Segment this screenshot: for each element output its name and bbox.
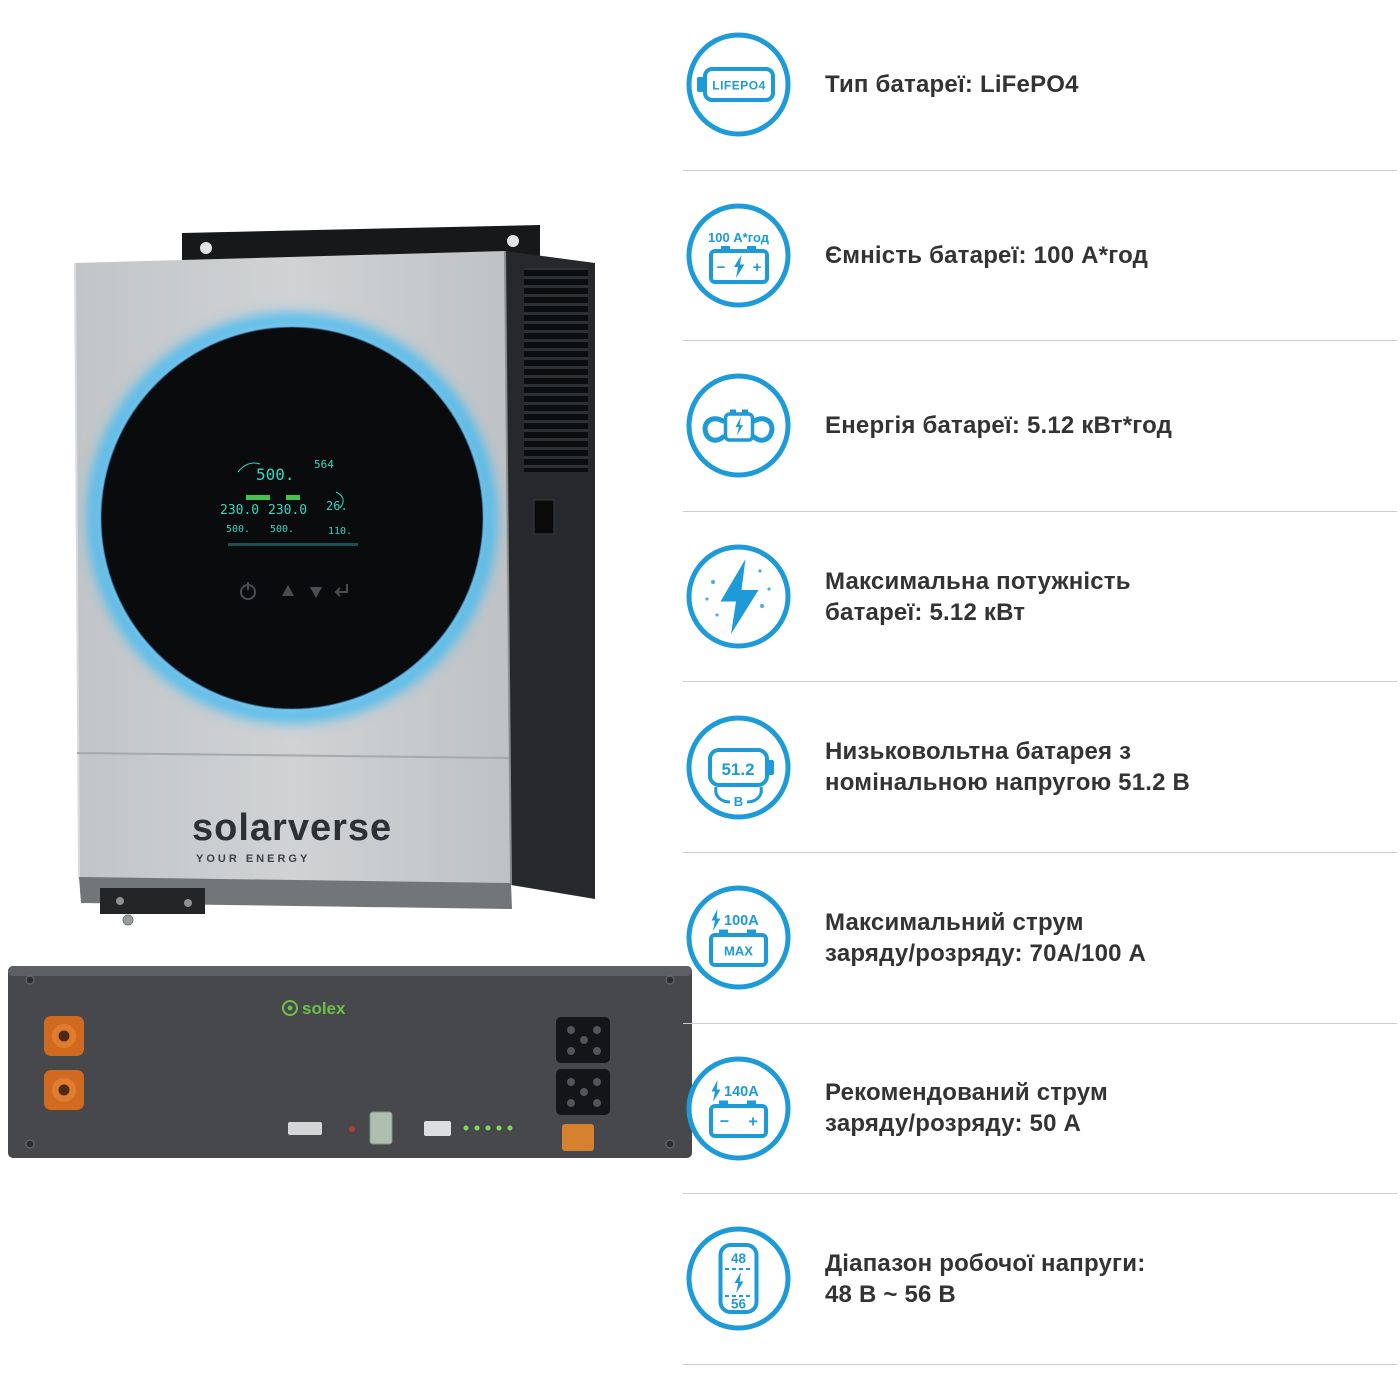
battery-capacity-icon: 100 А*год − + (686, 203, 791, 308)
svg-text:564: 564 (314, 458, 334, 471)
spec-row-battery-type: LIFEPO4 Тип батареї: LiFePO4 (683, 0, 1397, 171)
case-screws (25, 975, 675, 1149)
blue-glow-ring (88, 314, 496, 722)
breaker-switch (562, 1124, 594, 1151)
spec-row-battery-capacity: 100 А*год − + Ємність батареї: 100 А*год (683, 171, 1397, 342)
heatsink-grille (524, 268, 588, 472)
svg-text:48: 48 (731, 1251, 747, 1266)
touch-buttons (240, 582, 348, 600)
spec-list: LIFEPO4 Тип батареї: LiFePO4 100 А*год −… (683, 0, 1397, 1365)
inverter-tagline-text: YOUR ENERGY (196, 853, 310, 865)
battery-power-connector-2 (556, 1069, 610, 1115)
battery-image: solex (8, 966, 692, 1158)
battery-brand-text: solex (302, 999, 346, 1018)
down-button-icon[interactable] (310, 587, 322, 598)
battery-recommended-current-icon: 140A − + (686, 1056, 791, 1161)
svg-text:100 А*год: 100 А*год (708, 230, 770, 245)
battery-case (8, 966, 692, 1158)
comm-connector (369, 1111, 393, 1145)
svg-text:26.: 26. (326, 499, 348, 513)
svg-text:110.: 110. (328, 526, 352, 537)
battery-brand-logo: solex (282, 999, 346, 1018)
spec-row-max-power: Максимальна потужність батареї: 5.12 кВт (683, 512, 1397, 683)
battery-terminal-negative (44, 1070, 84, 1110)
svg-text:В: В (734, 794, 743, 809)
side-port (533, 499, 555, 535)
battery-terminal-positive (44, 1016, 84, 1056)
led-indicators (463, 1125, 513, 1131)
spec-row-recommended-current: 140A − + Рекомендований струм заряду/роз… (683, 1024, 1397, 1195)
svg-text:51.2: 51.2 (721, 760, 754, 779)
svg-text:230.0: 230.0 (220, 503, 259, 518)
svg-text:56: 56 (731, 1297, 747, 1312)
inverter-image: 500. 564 230.0 230.0 26. 500. 500. 110. (74, 225, 595, 926)
spec-row-nominal-voltage: 51.2 В Низьковольтна батарея з номінальн… (683, 682, 1397, 853)
lcd-readout: 500. 564 230.0 230.0 26. 500. 500. 110. (220, 458, 358, 546)
battery-voltage-range-icon: 48 56 (686, 1226, 791, 1331)
panel-seam (76, 752, 510, 759)
power-button-icon[interactable] (240, 582, 256, 600)
svg-text:140A: 140A (724, 1084, 759, 1100)
spec-text: Тип батареї: LiFePO4 (825, 71, 1079, 99)
svg-text:MAX: MAX (724, 944, 753, 959)
svg-text:−: − (720, 1113, 729, 1130)
enter-button-icon[interactable] (334, 584, 348, 597)
svg-text:100A: 100A (724, 913, 759, 929)
lifepo4-battery-icon: LIFEPO4 (686, 32, 791, 137)
inverter-display: 500. 564 230.0 230.0 26. 500. 500. 110. (88, 314, 496, 722)
svg-text:+: + (753, 259, 762, 276)
svg-text:LIFEPO4: LIFEPO4 (712, 79, 766, 93)
svg-text:−: − (717, 259, 726, 276)
battery-status-panel (288, 1111, 513, 1145)
inverter-brand-text: solarverse (192, 807, 392, 849)
spec-text: Максимальна потужність батареї: 5.12 кВт (825, 567, 1131, 626)
product-image: 500. 564 230.0 230.0 26. 500. 500. 110. (8, 225, 692, 1158)
svg-text:500.: 500. (270, 524, 294, 535)
battery-power-connector-1 (556, 1017, 610, 1063)
lightning-bolt-icon (686, 544, 791, 649)
svg-text:500.: 500. (256, 465, 295, 484)
spec-row-max-current: 100A MAX Максимальний струм заряду/розря… (683, 853, 1397, 1024)
battery-voltage-icon: 51.2 В (686, 715, 791, 820)
spec-row-voltage-range: 48 56 Діапазон робочої напруги: 48 В ~ 5… (683, 1194, 1397, 1365)
spec-text: Низьковольтна батарея з номінальною напр… (825, 738, 1191, 797)
battery-energy-icon (686, 373, 791, 478)
spec-text: Енергія батареї: 5.12 кВт*год (825, 412, 1173, 440)
spec-row-battery-energy: Енергія батареї: 5.12 кВт*год (683, 341, 1397, 512)
svg-text:230.0: 230.0 (268, 503, 307, 518)
spec-text: Ємність батареї: 100 А*год (825, 241, 1149, 269)
spec-text: Діапазон робочої напруги: 48 В ~ 56 В (825, 1249, 1146, 1308)
svg-text:500.: 500. (226, 524, 250, 535)
spec-text: Максимальний струм заряду/розряду: 70А/1… (825, 908, 1147, 967)
spec-text: Рекомендований струм заряду/розряду: 50 … (825, 1079, 1108, 1138)
up-button-icon[interactable] (282, 585, 294, 596)
svg-text:+: + (748, 1113, 757, 1130)
battery-max-current-icon: 100A MAX (686, 885, 791, 990)
